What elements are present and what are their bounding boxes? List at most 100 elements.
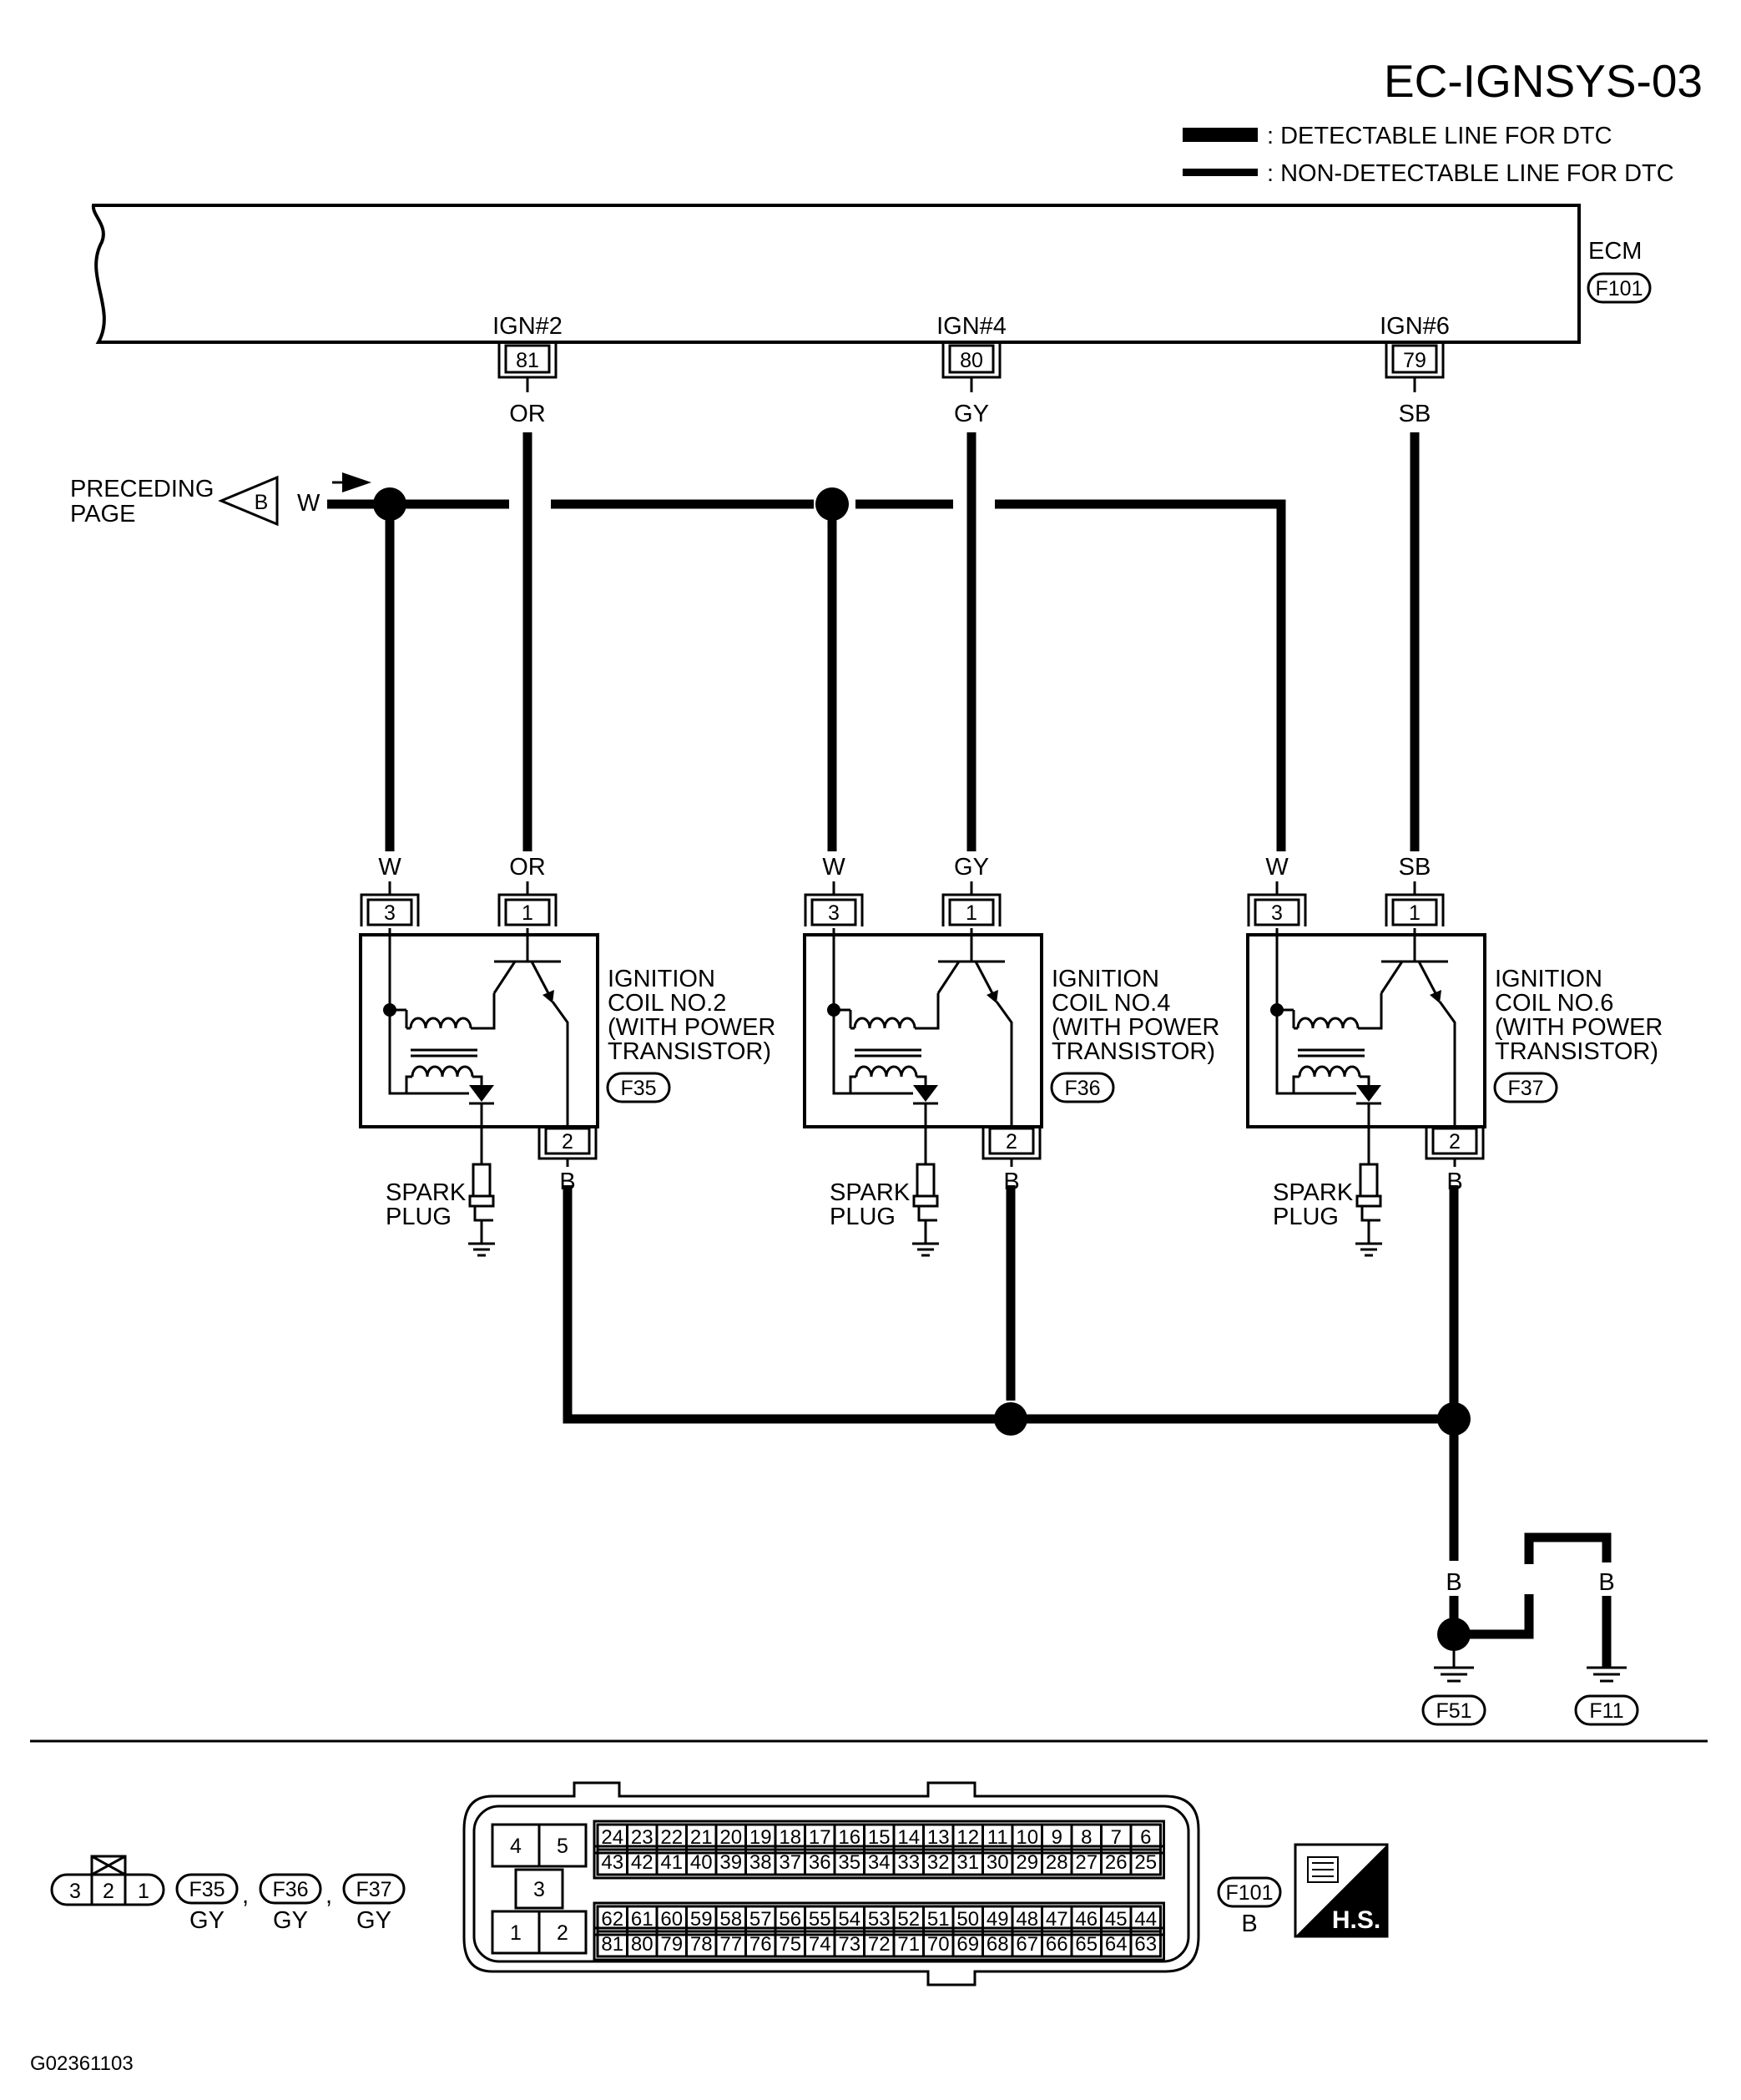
coil-connector-tag: F35 xyxy=(606,1072,671,1103)
ground-link-wire xyxy=(1454,1532,1612,1639)
ecm-cell-number: 68 xyxy=(987,1933,1009,1956)
ecm-cell-number: 64 xyxy=(1105,1933,1128,1956)
label-gap xyxy=(1512,1564,1546,1594)
ecm-cell-number: 9 xyxy=(1052,1826,1062,1849)
separator: , xyxy=(325,1882,332,1909)
label-gap xyxy=(371,851,408,881)
ecm-cell-number: 34 xyxy=(868,1851,891,1874)
coil-conn-color: GY xyxy=(189,1907,225,1934)
coil-pin3: 3 xyxy=(804,893,864,926)
ecm-cell-number: 3 xyxy=(533,1878,545,1901)
ecm-label: ECM xyxy=(1588,238,1642,265)
ecm-cell-number: 32 xyxy=(927,1851,950,1874)
coil-conn-pin: 1 xyxy=(138,1880,149,1903)
ecm-cell-number: 6 xyxy=(1140,1826,1151,1849)
coil-conn-color: GY xyxy=(356,1907,391,1934)
coil-pin2: 2 xyxy=(537,1127,598,1160)
coil-wire-pin1: SB xyxy=(1399,854,1431,881)
coil-connector-id: F35 xyxy=(620,1077,656,1100)
ecm-cell xyxy=(537,1823,588,1868)
ground-wire-main: B xyxy=(1446,1569,1461,1596)
preceding-arrow-letter: B xyxy=(255,491,269,514)
ecm-cell-number: 69 xyxy=(956,1933,979,1956)
ecm-cell xyxy=(537,1910,588,1955)
ecm-cell-number: 77 xyxy=(719,1933,742,1956)
diagram-id: EC-IGNSYS-03 xyxy=(1384,55,1703,107)
coil-label-line: TRANSISTOR) xyxy=(1052,1038,1215,1065)
coil-label-line: COIL NO.2 xyxy=(608,990,726,1017)
junction-dot xyxy=(994,1402,1027,1436)
ground-symbol-icon xyxy=(1587,1666,1627,1683)
ecm-pin: 81 xyxy=(497,342,558,379)
figure-code: G02361103 xyxy=(30,2052,134,2075)
ecm-cell-number: 2 xyxy=(557,1921,568,1945)
ecm-wire-color: OR xyxy=(509,401,546,427)
ecm-signal-label: IGN#2 xyxy=(492,313,563,340)
spark-plug-icon xyxy=(912,1163,939,1257)
coil-pin2-number: 2 xyxy=(1006,1130,1017,1153)
label-gap xyxy=(1390,851,1440,881)
ground-symbol-icon xyxy=(1434,1666,1474,1683)
coil-label-line: (WITH POWER xyxy=(1495,1014,1663,1041)
coil-pin1: 1 xyxy=(941,893,1002,926)
ecm-cell-number: 35 xyxy=(838,1851,860,1874)
coil-pin1-number: 1 xyxy=(966,901,977,925)
ecm-cell-number: 63 xyxy=(1134,1933,1157,1956)
coil-box xyxy=(1246,933,1486,1128)
ecm-connector-tag: F101 xyxy=(1587,272,1652,304)
coil-label-line: IGNITION xyxy=(608,966,715,992)
coil-wire-pin3: W xyxy=(822,854,845,881)
secondary-winding-icon xyxy=(411,1065,474,1078)
coil-pin3-number: 3 xyxy=(384,901,396,925)
diode-icon xyxy=(913,1085,938,1102)
ecm-cell-number: 40 xyxy=(690,1851,713,1874)
ecm-cell-number: 42 xyxy=(631,1851,654,1874)
spark-plug-label: PLUG xyxy=(830,1204,896,1230)
coil-label-line: TRANSISTOR) xyxy=(1495,1038,1658,1065)
legend-non-detectable-swatch xyxy=(1183,169,1258,176)
coil-conn-color: GY xyxy=(273,1907,308,1934)
coil-label-line: COIL NO.6 xyxy=(1495,990,1613,1017)
ecm-view-tag: F101 B xyxy=(1217,1876,1282,1937)
coil-label-line: (WITH POWER xyxy=(1052,1014,1219,1041)
legend-detectable-label: : DETECTABLE LINE FOR DTC xyxy=(1267,123,1612,149)
primary-winding-icon xyxy=(405,1010,472,1029)
transistor-icon xyxy=(1380,961,1404,994)
ecm-cell-number: 74 xyxy=(809,1933,831,1956)
ecm-cell xyxy=(1129,1930,1162,1958)
coil-pin2-number: 2 xyxy=(562,1130,573,1153)
coil-label-line: COIL NO.4 xyxy=(1052,990,1170,1017)
ecm-cell-number: 25 xyxy=(1134,1851,1157,1874)
ecm-pin-number: 79 xyxy=(1403,349,1426,372)
coil-pin3-number: 3 xyxy=(1271,901,1283,925)
ecm-signal-label: IGN#4 xyxy=(936,313,1007,340)
spark-plug-label: SPARK xyxy=(386,1179,467,1206)
ecm-cell-number: 8 xyxy=(1081,1826,1092,1849)
coil-conn-name: F36 xyxy=(272,1878,308,1901)
label-gap xyxy=(815,851,852,881)
ecm-wire-color: SB xyxy=(1399,401,1431,427)
ecm-cell-number: 5 xyxy=(557,1835,568,1858)
diode-icon xyxy=(469,1085,494,1102)
preceding-label-1: PRECEDING xyxy=(70,476,214,502)
preceding-wire-color: W xyxy=(297,490,320,517)
coil-connector-id: F36 xyxy=(1064,1077,1100,1100)
ecm-cell xyxy=(514,1868,564,1910)
ecm-pin-number: 81 xyxy=(516,349,539,372)
spark-plug-label: SPARK xyxy=(1273,1179,1354,1206)
w-bus-wire xyxy=(327,499,1286,856)
ecm-cell-number: 39 xyxy=(719,1851,742,1874)
primary-winding-icon xyxy=(1292,1010,1360,1029)
ecm-cell-number: 72 xyxy=(868,1933,891,1956)
ecm-box xyxy=(91,204,1581,344)
ecm-cell-number: 28 xyxy=(1046,1851,1068,1874)
coil-connector-tag: F37 xyxy=(1493,1072,1558,1103)
secondary-winding-icon xyxy=(1298,1065,1361,1078)
ecm-cell-number: 81 xyxy=(601,1933,623,1956)
coil-pin1-number: 1 xyxy=(1409,901,1421,925)
coil-pin1: 1 xyxy=(497,893,558,926)
ecm-pin-number: 80 xyxy=(960,349,983,372)
spark-plug-icon xyxy=(1355,1163,1382,1257)
